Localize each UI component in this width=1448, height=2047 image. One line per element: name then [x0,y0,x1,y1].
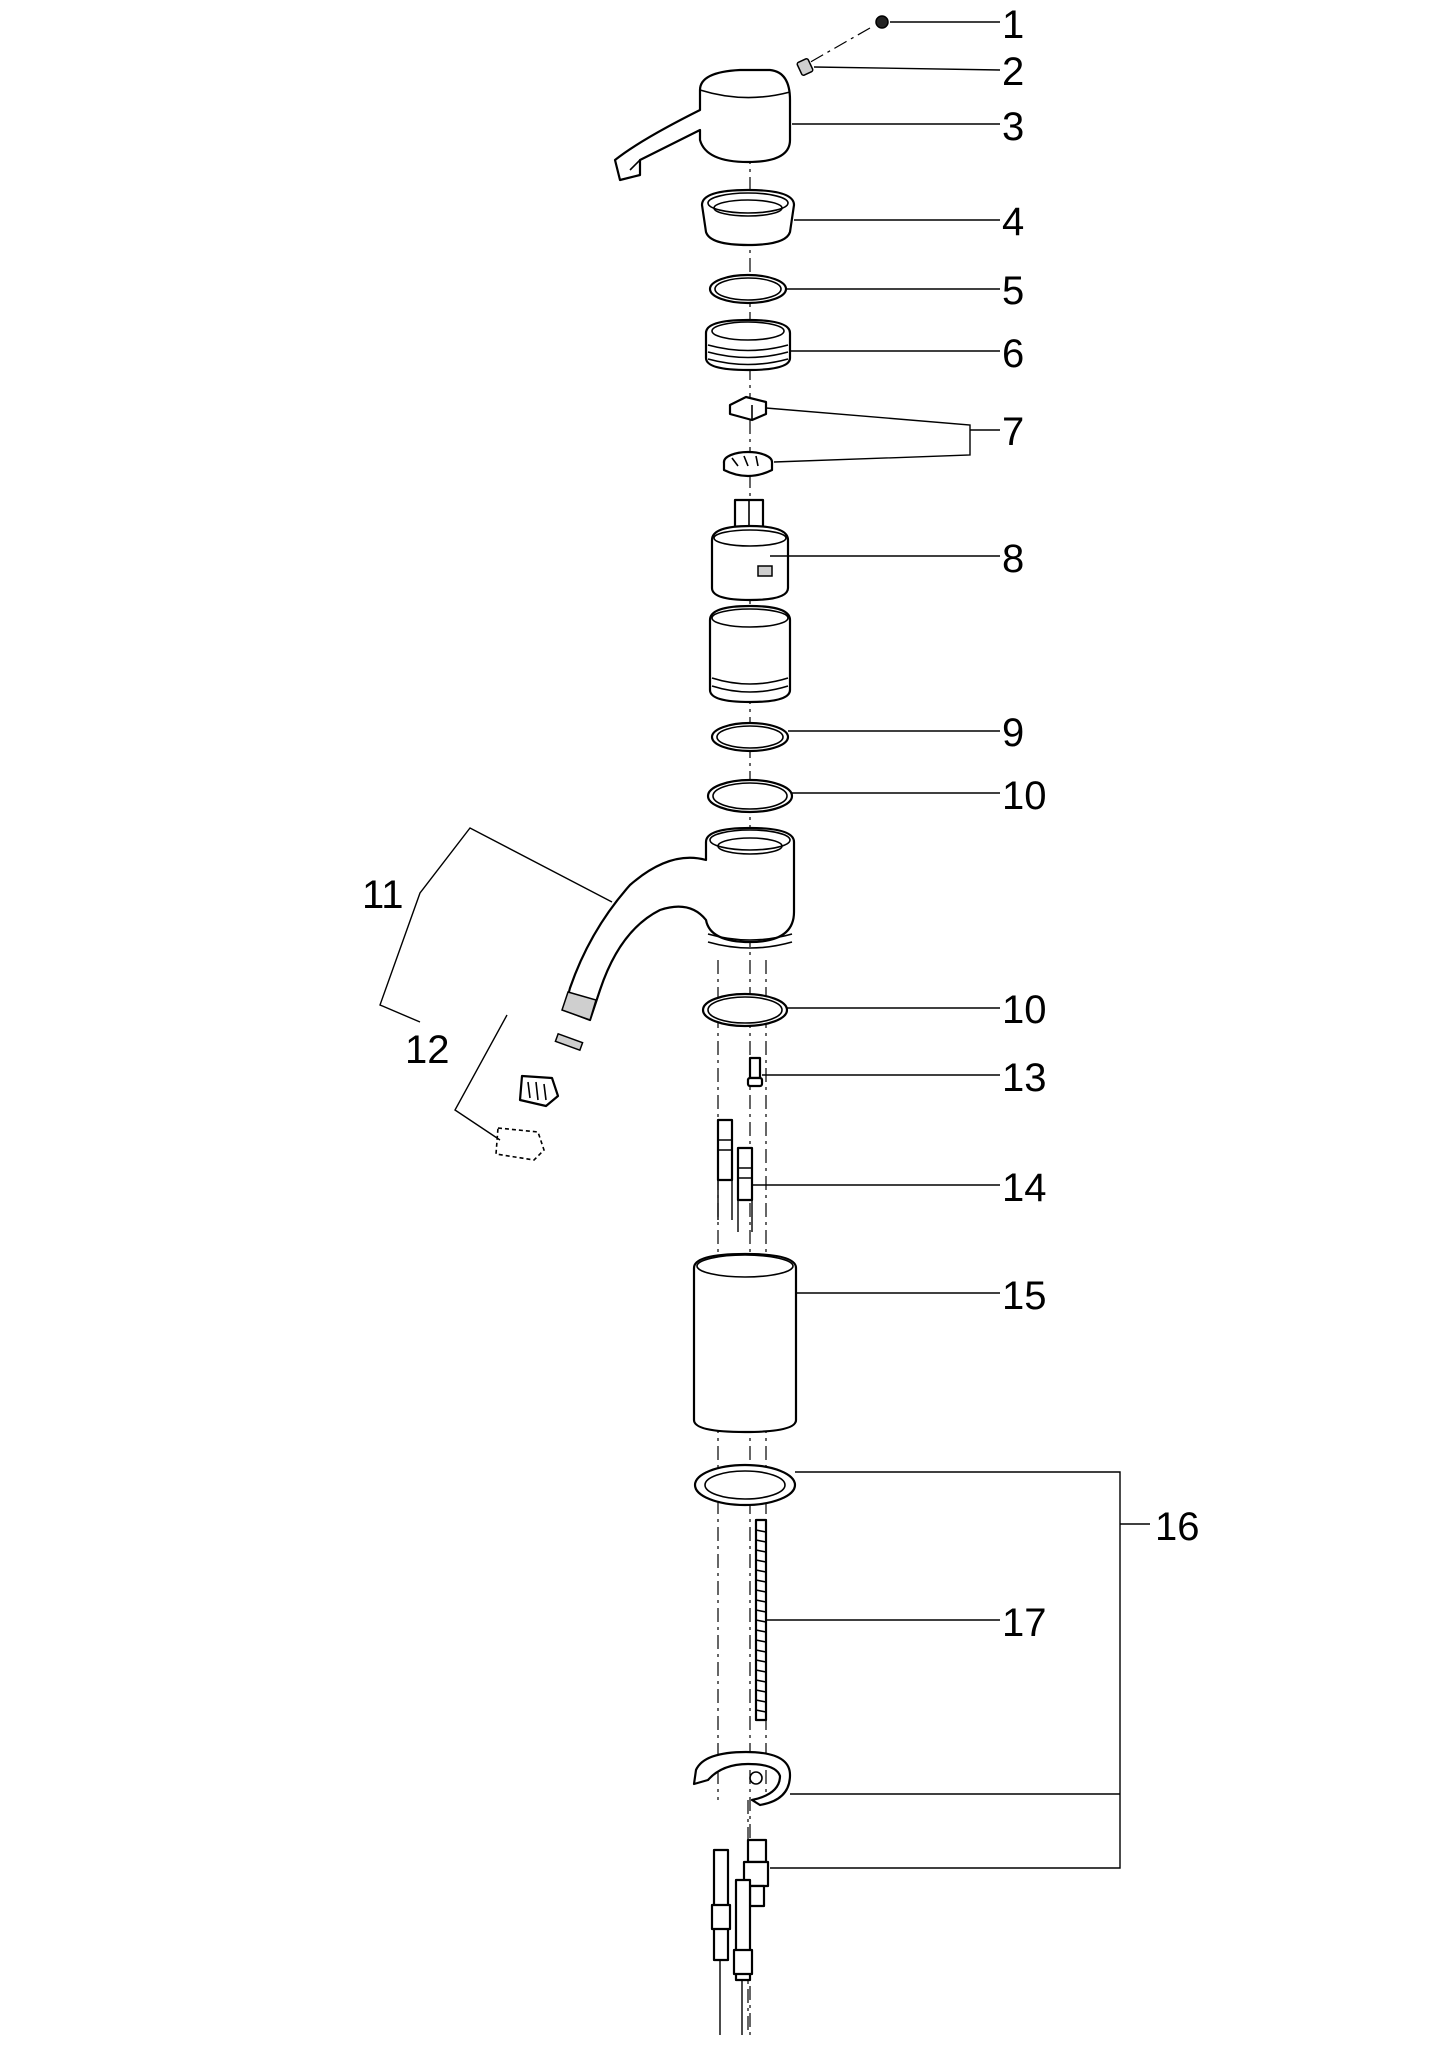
part-16-mounting-set [692,1463,797,1908]
part-6-threaded-nut [704,318,792,372]
part-5-o-ring [708,273,788,305]
part-15-sleeve [692,1252,798,1434]
callout-10a: 10 [1002,774,1047,818]
part-10-o-ring-upper [706,778,794,814]
part-14-hoses-lower [710,1848,754,2035]
callout-4: 4 [1002,200,1024,244]
leader-lines [379,21,1150,1869]
callout-9: 9 [1002,711,1024,755]
part-8-cartridge [710,498,790,602]
callout-7: 7 [1002,410,1024,454]
part-8-cartridge-base [708,604,792,704]
callout-11: 11 [362,873,404,917]
callout-2: 2 [1002,50,1024,94]
part-4-cover-ring [700,188,796,247]
callout-3: 3 [1002,105,1024,149]
callout-6: 6 [1002,332,1024,376]
part-17-threaded-rod [754,1518,768,1722]
callout-17: 17 [1002,1601,1047,1645]
part-1-screw [875,15,889,29]
callout-5: 5 [1002,269,1024,313]
callout-13: 13 [1002,1056,1047,1100]
callout-12: 12 [405,1028,450,1072]
part-14-hoses [716,1118,754,1232]
part-11-body-spout [561,826,796,1022]
part-10-o-ring-lower [701,992,789,1028]
part-13-screw [746,1056,764,1088]
part-12-aerator [454,1014,584,1161]
callout-labels: 1 2 3 4 5 6 7 8 9 10 11 12 10 13 14 15 1… [362,3,1200,1645]
part-7-clip-adapter [722,395,774,478]
part-3-lever-handle [613,68,792,182]
callout-1: 1 [1002,3,1024,47]
callout-14: 14 [1002,1166,1047,1210]
part-9-o-ring [710,721,790,753]
callout-8: 8 [1002,537,1024,581]
callout-15: 15 [1002,1274,1047,1318]
callout-10b: 10 [1002,988,1047,1032]
callout-16: 16 [1155,1505,1200,1549]
part-2-set-screw [796,58,814,76]
